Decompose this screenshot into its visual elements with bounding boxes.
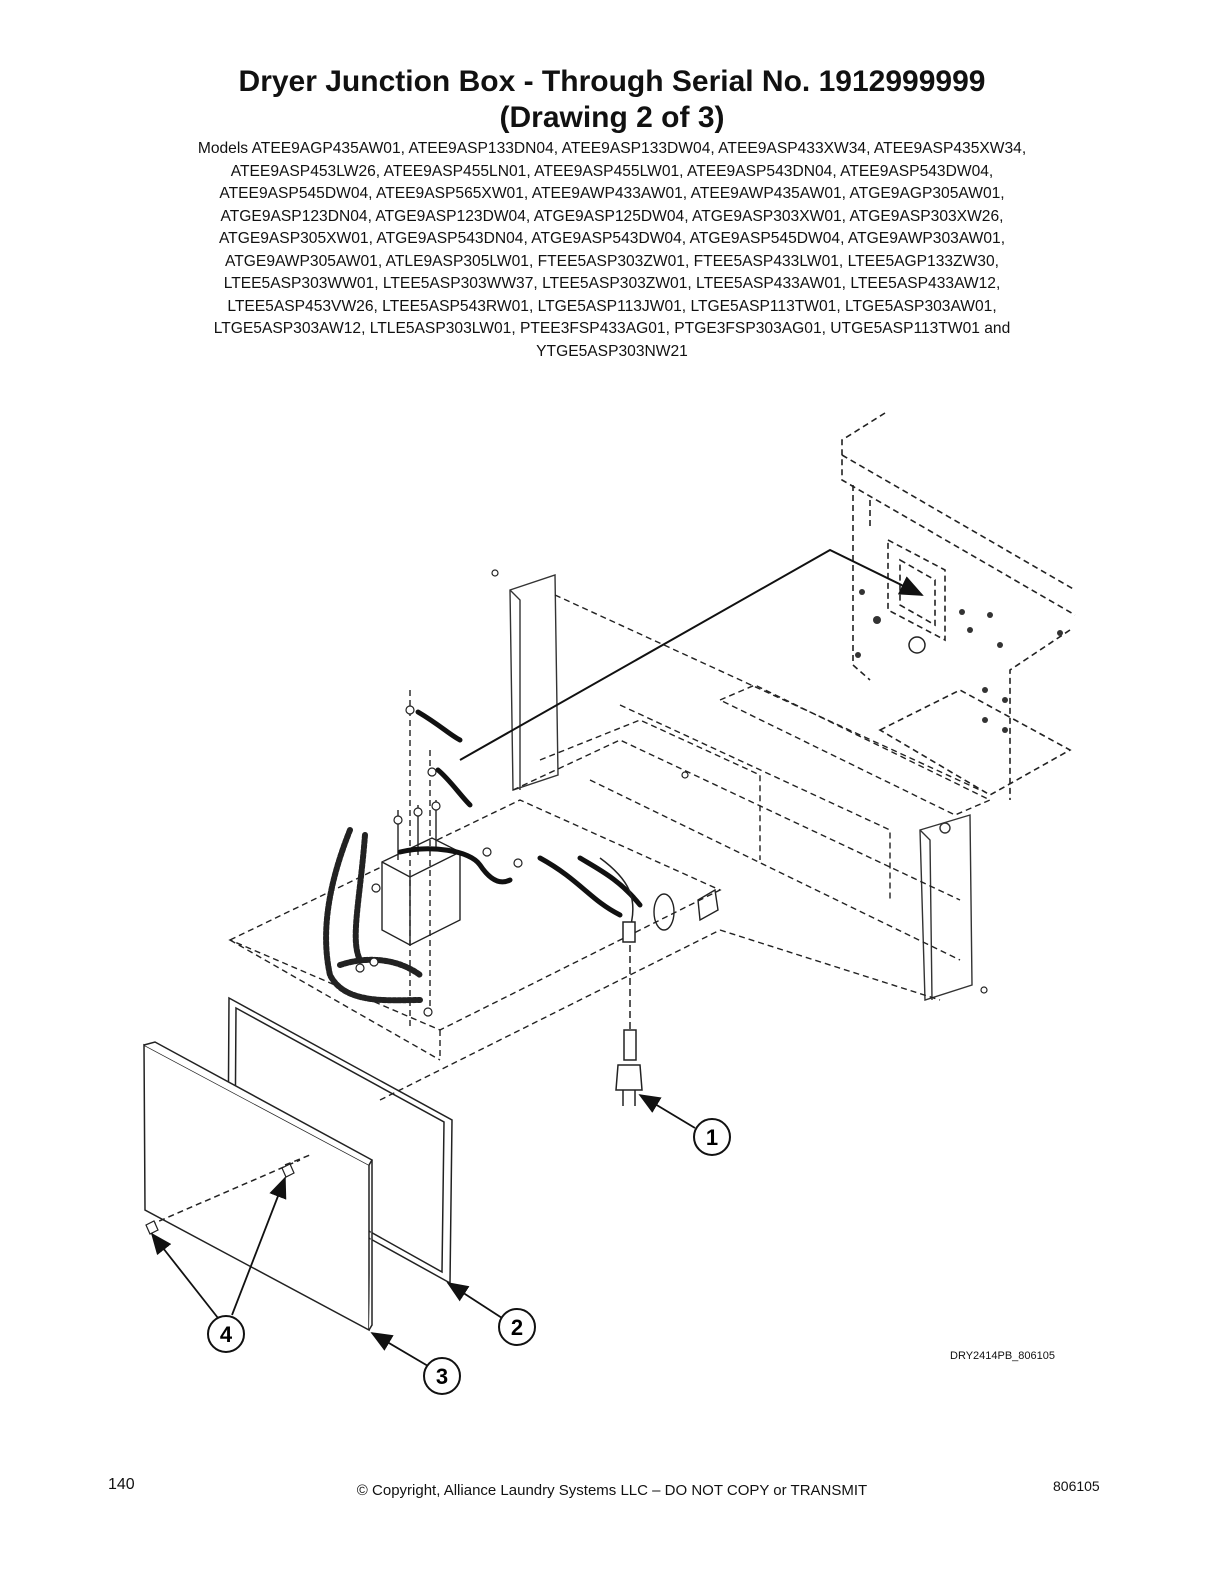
callout-3: 3 [423, 1357, 461, 1395]
models-line: YTGE5ASP303NW21 [536, 342, 688, 360]
callout-1: 1 [693, 1118, 731, 1156]
junction-box-cover [143, 1041, 374, 1332]
ground-wire [397, 709, 643, 918]
models-list: Models ATEE9AGP435AW01, ATEE9ASP133DN04,… [110, 138, 1114, 363]
models-line: ATGE9AWP305AW01, ATLE9ASP305LW01, FTEE5A… [225, 252, 999, 270]
models-line: LTEE5ASP303WW01, LTEE5ASP303WW37, LTEE5A… [223, 275, 1001, 292]
svg-text:3: 3 [436, 1364, 448, 1389]
dryer-cabinet-outline [841, 412, 1076, 800]
wire-route-line [459, 548, 924, 761]
models-line: ATEE9ASP545DW04, ATEE9ASP565XW01, ATEE9A… [219, 185, 1005, 202]
document-number: 806105 [1053, 1478, 1100, 1494]
models-line: ATGE9ASP123DN04, ATGE9ASP123DW04, ATGE9A… [220, 207, 1004, 225]
drawing-code: DRY2414PB_806105 [950, 1350, 1055, 1362]
models-line: Models ATEE9AGP435AW01, ATEE9ASP133DN04,… [197, 140, 1027, 157]
models-line: LTGE5ASP303AW12, LTLE5ASP303LW01, PTEE3F… [213, 320, 1011, 337]
callout-arrows [150, 1094, 696, 1367]
models-line: ATGE9ASP305XW01, ATGE9ASP543DN04, ATGE9A… [218, 230, 1006, 247]
strain-relief [653, 888, 719, 931]
copyright-notice: © Copyright, Alliance Laundry Systems LL… [356, 1482, 868, 1499]
models-line: ATEE9ASP453LW26, ATEE9ASP455LN01, ATEE9A… [230, 162, 994, 180]
svg-text:1: 1 [706, 1125, 718, 1150]
callout-4: 4 [207, 1315, 245, 1353]
cabinet-holes [855, 589, 1063, 733]
page-subtitle: (Drawing 2 of 3) [499, 101, 725, 134]
svg-text:2: 2 [511, 1315, 523, 1340]
braided-wire [323, 827, 423, 1004]
page-title: Dryer Junction Box - Through Serial No. … [238, 65, 986, 98]
svg-text:4: 4 [220, 1322, 233, 1347]
cabinet-port [908, 636, 926, 654]
power-cord [599, 857, 643, 1106]
models-line: LTEE5ASP453VW26, LTEE5ASP543RW01, LTGE5A… [227, 297, 997, 315]
callout-2: 2 [498, 1308, 536, 1346]
terminal-block [381, 837, 461, 946]
cover-screws [145, 1163, 295, 1235]
screws [355, 569, 988, 1017]
page-number: 140 [108, 1476, 135, 1493]
